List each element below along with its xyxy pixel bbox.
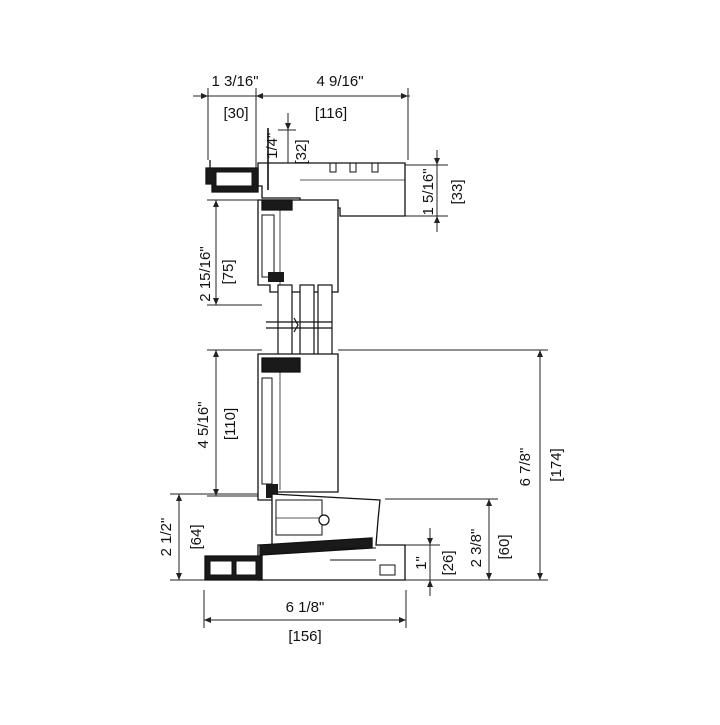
arrow bbox=[434, 158, 440, 165]
head-depth-left-mm: [30] bbox=[223, 105, 248, 122]
sill-step-mm: [60] bbox=[496, 534, 513, 559]
top-dimension-group: 1 3/16" [30] 4 9/16" [116] bbox=[193, 73, 410, 182]
arrow bbox=[537, 350, 543, 357]
sill-height-mm: [64] bbox=[188, 524, 205, 549]
sill-inner-chamber bbox=[275, 499, 323, 536]
glass-pane-inner bbox=[299, 284, 315, 364]
arrow bbox=[256, 93, 263, 99]
head-depth-right-mm: [116] bbox=[315, 105, 347, 122]
upper-sash-dimension-group: 2 15/16" [75] bbox=[197, 199, 262, 306]
head-lip-mm: [32] bbox=[293, 139, 310, 164]
head-height-in: 1 5/16" bbox=[420, 168, 437, 215]
glass-break-symbol bbox=[293, 317, 299, 333]
upper-sash-in: 2 15/16" bbox=[197, 246, 214, 301]
arrow bbox=[176, 494, 182, 501]
arrow bbox=[285, 123, 291, 130]
arrow bbox=[213, 350, 219, 357]
head-height-mm: [33] bbox=[449, 179, 466, 204]
arrow bbox=[401, 93, 408, 99]
sill-base-in: 1" bbox=[413, 556, 430, 570]
lower-sash-top-rail bbox=[261, 357, 301, 373]
glass-unit bbox=[266, 284, 333, 364]
sill-drain bbox=[379, 564, 396, 576]
upper-sash-body bbox=[257, 199, 339, 293]
upper-sash-bead bbox=[268, 272, 284, 282]
sill-height-in: 2 1/2" bbox=[158, 518, 175, 557]
overall-height-mm: [174] bbox=[548, 448, 565, 481]
head-frame-notches bbox=[329, 163, 379, 173]
lower-sash-chamber bbox=[261, 377, 273, 485]
sill-roller bbox=[318, 514, 330, 526]
sill-frame-profile bbox=[204, 493, 406, 581]
head-depth-right-in: 4 9/16" bbox=[316, 73, 363, 90]
sill-fin-chamber-1 bbox=[209, 560, 233, 576]
overall-height-dimension-group: 6 7/8" [174] bbox=[338, 349, 565, 581]
head-fin-chamber bbox=[215, 171, 253, 187]
arrow bbox=[427, 580, 433, 587]
arrow bbox=[486, 499, 492, 506]
arrow bbox=[176, 573, 182, 580]
overall-depth-dimension-group: 6 1/8" [156] bbox=[203, 590, 407, 645]
lower-sash-in: 4 5/16" bbox=[195, 401, 212, 448]
overall-height-in: 6 7/8" bbox=[517, 448, 534, 487]
arrow bbox=[434, 216, 440, 223]
lower-sash-dimension-group: 4 5/16" [110] bbox=[195, 349, 262, 497]
sill-height-dimension-group: 2 1/2" [64] bbox=[158, 493, 268, 581]
head-depth-left-in: 1 3/16" bbox=[211, 73, 258, 90]
arrow bbox=[537, 573, 543, 580]
sill-base-dimension-group: 1" [26] bbox=[400, 528, 457, 596]
sill-base-mm: [26] bbox=[440, 550, 457, 575]
arrow bbox=[399, 617, 406, 623]
sill-slope-lines bbox=[330, 547, 376, 561]
arrow bbox=[213, 298, 219, 305]
arrow bbox=[213, 489, 219, 496]
upper-sash-top-rail bbox=[261, 199, 293, 211]
head-height-dimension-group: 1 5/16" [33] bbox=[400, 150, 466, 232]
glass-pane-third bbox=[317, 284, 333, 364]
sill-fin-chamber-2 bbox=[235, 560, 257, 576]
upper-sash-chamber bbox=[261, 214, 275, 278]
arrow bbox=[213, 200, 219, 207]
overall-depth-mm: [156] bbox=[288, 628, 321, 645]
arrow bbox=[204, 617, 211, 623]
arrow bbox=[201, 93, 208, 99]
lower-sash-profile bbox=[257, 353, 339, 501]
sill-frame-body bbox=[257, 493, 406, 581]
sill-step-in: 2 3/8" bbox=[468, 529, 485, 568]
lower-sash-mm: [110] bbox=[222, 408, 239, 440]
overall-depth-in: 6 1/8" bbox=[286, 599, 325, 616]
sill-step-dimension-group: 2 3/8" [60] bbox=[385, 498, 513, 580]
upper-sash-profile bbox=[257, 199, 339, 293]
upper-sash-mm: [75] bbox=[220, 259, 237, 284]
arrow bbox=[427, 538, 433, 545]
arrow bbox=[486, 573, 492, 580]
glass-pane-outer bbox=[277, 284, 293, 364]
